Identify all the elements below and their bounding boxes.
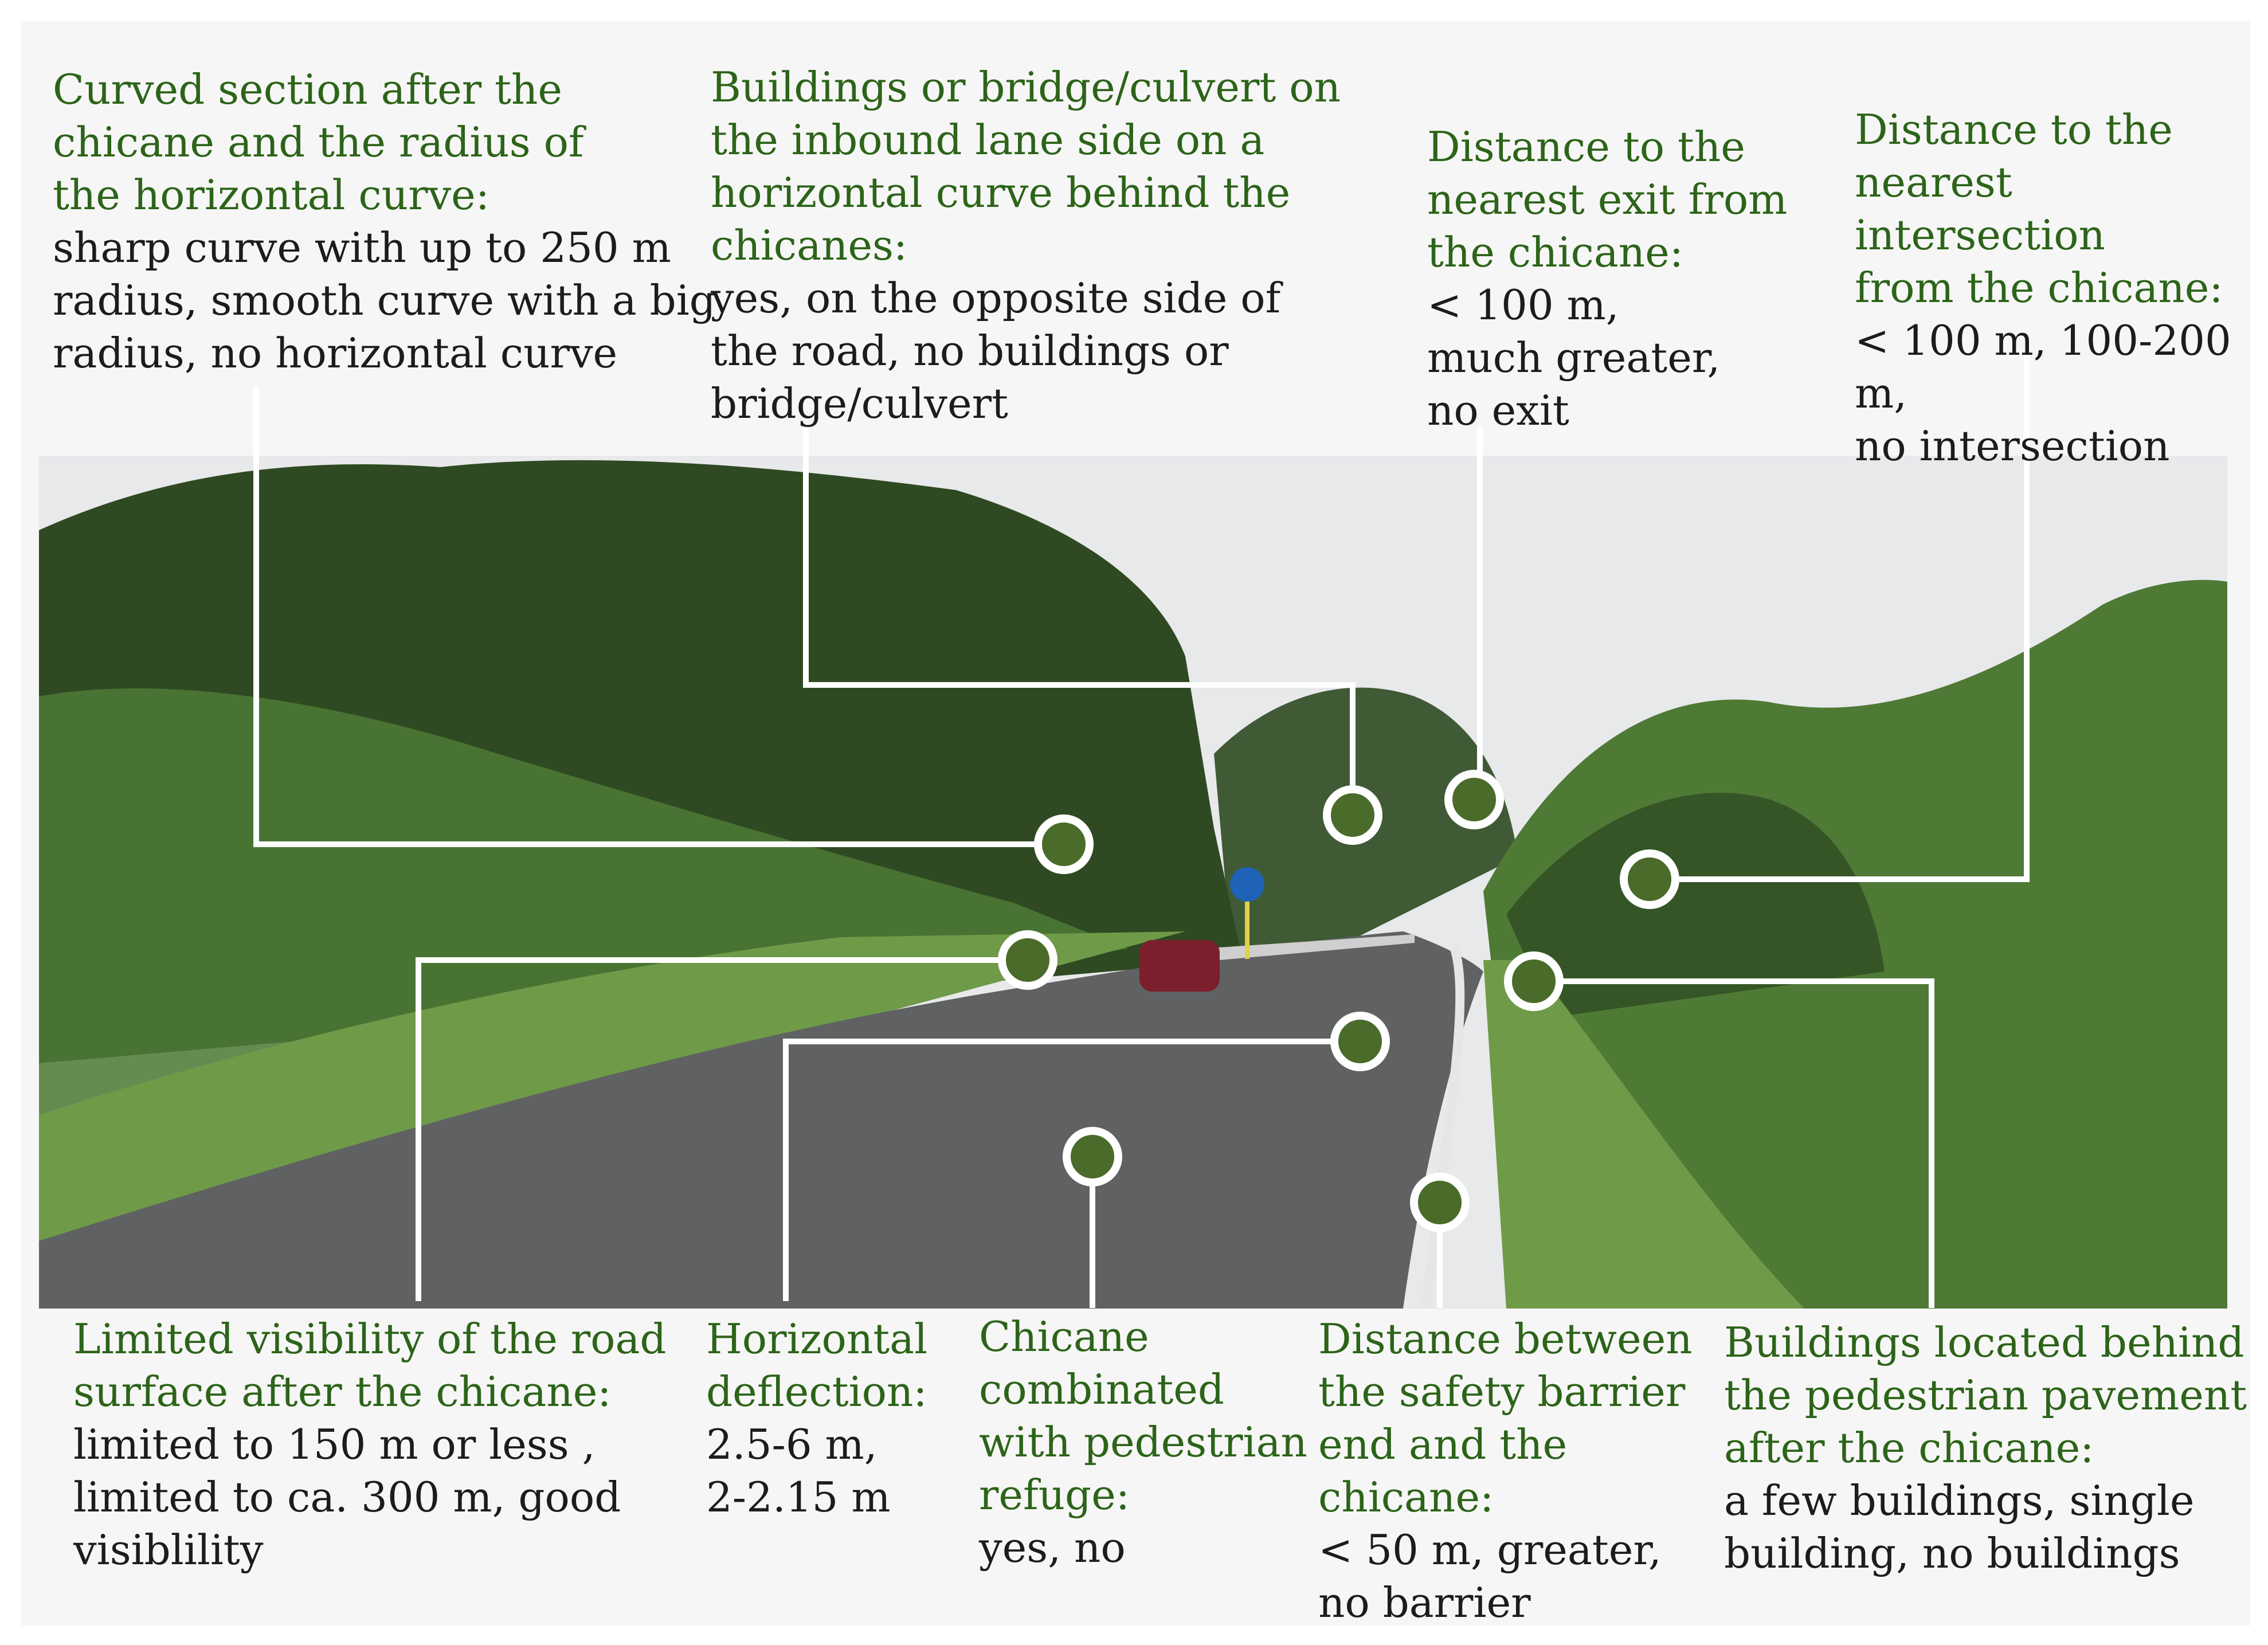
callout-values: yes, on the opposite side of the road, n…: [711, 274, 1281, 428]
callout-values: yes, no: [979, 1523, 1126, 1572]
keep-right-sign-icon: [1230, 867, 1264, 902]
road-edge-line: [1421, 947, 1465, 1309]
callout-heading: Curved section after the chicane and the…: [53, 65, 584, 219]
callout-pedestrian-refuge: Chicane combinated with pedestrian refug…: [979, 1310, 1307, 1574]
callout-buildings-behind-pavement: Buildings located behind the pedestrian …: [1724, 1316, 2247, 1580]
callout-values: < 100 m, much greater, no exit: [1427, 281, 1721, 434]
callout-values: < 50 m, greater, no barrier: [1318, 1526, 1662, 1627]
callout-values: limited to 150 m or less , limited to ca…: [73, 1420, 621, 1574]
car: [1139, 940, 1220, 992]
callout-heading: Limited visibility of the road surface a…: [73, 1315, 667, 1416]
callout-buildings-bridge: Buildings or bridge/culvert on the inbou…: [711, 61, 1341, 430]
callout-values: 2.5-6 m, 2-2.15 m: [706, 1420, 891, 1521]
callout-safety-barrier: Distance between the safety barrier end …: [1318, 1313, 1693, 1629]
callout-nearest-exit: Distance to the nearest exit from the ch…: [1427, 120, 1787, 437]
callout-horizontal-deflection: Horizontal deflection: 2.5-6 m, 2-2.15 m: [706, 1313, 927, 1523]
callout-values: a few buildings, single building, no bui…: [1724, 1476, 2195, 1577]
callout-curved-section: Curved section after the chicane and the…: [53, 63, 716, 379]
callout-heading: Buildings or bridge/culvert on the inbou…: [711, 63, 1341, 269]
callout-heading: Horizontal deflection:: [706, 1315, 928, 1416]
sign-post: [1245, 902, 1249, 959]
callout-values: < 100 m, 100-200 m, no intersection: [1855, 316, 2231, 470]
callout-heading: Chicane combinated with pedestrian refug…: [979, 1313, 1307, 1519]
callout-values: sharp curve with up to 250 m radius, smo…: [53, 224, 716, 377]
callout-heading: Buildings located behind the pedestrian …: [1724, 1318, 2247, 1472]
refuge-island: [1202, 934, 1415, 960]
callout-heading: Distance to the nearest intersection fro…: [1855, 105, 2223, 312]
callout-limited-visibility: Limited visibility of the road surface a…: [73, 1313, 666, 1576]
road-photo: [39, 456, 2227, 1309]
callout-heading: Distance between the safety barrier end …: [1318, 1315, 1693, 1521]
callout-nearest-intersection: Distance to the nearest intersection fro…: [1855, 103, 2268, 472]
callout-heading: Distance to the nearest exit from the ch…: [1427, 123, 1788, 276]
